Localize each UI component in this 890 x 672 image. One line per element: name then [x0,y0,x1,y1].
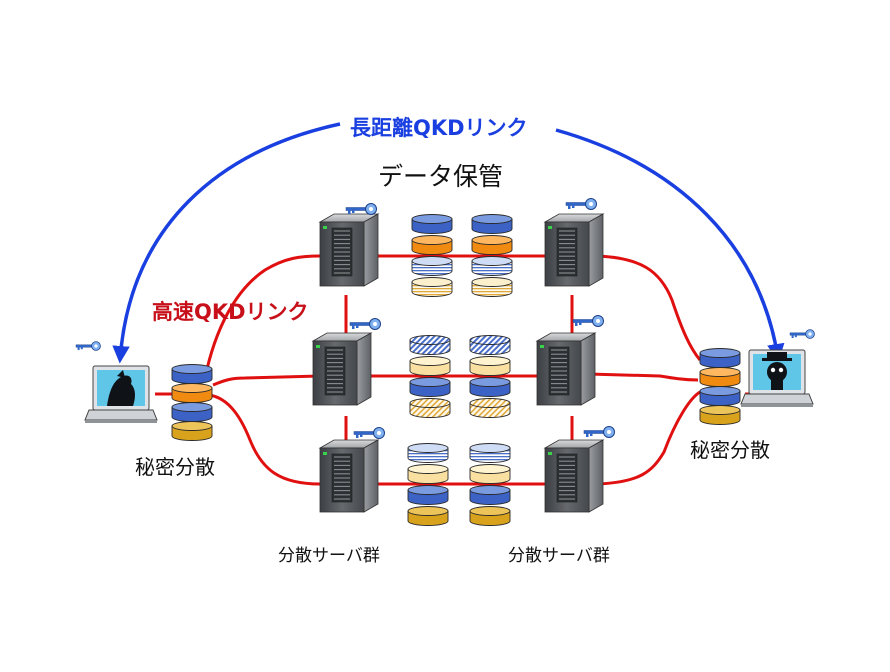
server-mid-left [311,332,373,406]
secret-share-stack-right [699,348,741,425]
disk-stack-mid-right [469,335,511,418]
server-group [311,213,605,513]
server-mid-right [535,332,597,406]
disk-icon [409,335,451,355]
disk-icon [411,235,453,255]
key-icon [345,203,377,215]
disk-icon [171,421,213,441]
disk-icon [407,506,449,526]
disk-icon [411,277,453,297]
key-icon [353,427,385,439]
disk-icon [471,214,513,234]
key-icon [565,198,597,210]
disk-icon [469,356,511,376]
disk-icon [471,256,513,276]
disk-icon [171,364,213,384]
disk-icon [407,443,449,463]
fast-link-segment [597,254,702,361]
server-top-right [543,213,605,287]
disk-icon [469,485,511,505]
server-top-left [318,213,380,287]
disk-icon [471,235,513,255]
fast-link-segment [587,372,699,382]
laptop-left [84,365,158,423]
disk-icon [409,377,451,397]
disk-icon [411,256,453,276]
server-group-right-label: 分散サーバ群 [508,546,610,566]
disk-icon [409,356,451,376]
laptop-right [740,349,814,407]
disk-icon [699,348,741,368]
disk-stack-mid-left [409,335,451,418]
server-group-left-label: 分散サーバ群 [278,546,380,566]
disk-icon [171,402,213,422]
key-icon [789,329,815,339]
server-bottom-right [543,439,605,513]
disk-icon [471,277,513,297]
secret-sharing-left-label: 秘密分散 [135,455,215,479]
key-icon [349,318,381,330]
disk-icon [469,335,511,355]
fast-link-segment [212,374,321,387]
disk-icon [171,383,213,403]
fast-link-segment [208,393,321,486]
disk-stack-bottom-left [407,443,449,526]
disk-icon [699,367,741,387]
disk-icon [469,398,511,418]
disk-icon [469,377,511,397]
disk-icon [469,506,511,526]
fast-qkd-links [155,254,755,486]
disk-stack-top-left [411,214,453,297]
disk-icon [699,386,741,406]
secret-share-stack-left [171,364,213,441]
disk-icon [469,464,511,484]
key-icon [572,315,604,327]
key-icons [75,198,815,439]
disk-stack-top-right [471,214,513,297]
data-storage-label: データ保管 [378,162,504,191]
secret-sharing-right-label: 秘密分散 [690,438,770,462]
key-icon [583,426,615,438]
fast-link-segment [203,254,321,379]
long-qkd-link-label: 長距離QKDリンク [350,116,528,140]
long-qkd-link [112,122,785,364]
disk-icon [407,464,449,484]
server-bottom-left [318,439,380,513]
disk-icon [469,443,511,463]
fast-qkd-link-label: 高速QKDリンク [152,300,309,324]
disk-icon [409,398,451,418]
disk-icon [699,405,741,425]
disk-stack-bottom-right [469,443,511,526]
fast-link-segment [597,390,701,486]
laptops [84,349,814,423]
key-icon [75,341,101,351]
long-link-arc-right [555,128,785,362]
disk-icon [407,485,449,505]
disk-stacks [171,214,741,526]
long-link-arc-left [112,122,341,364]
disk-icon [411,214,453,234]
